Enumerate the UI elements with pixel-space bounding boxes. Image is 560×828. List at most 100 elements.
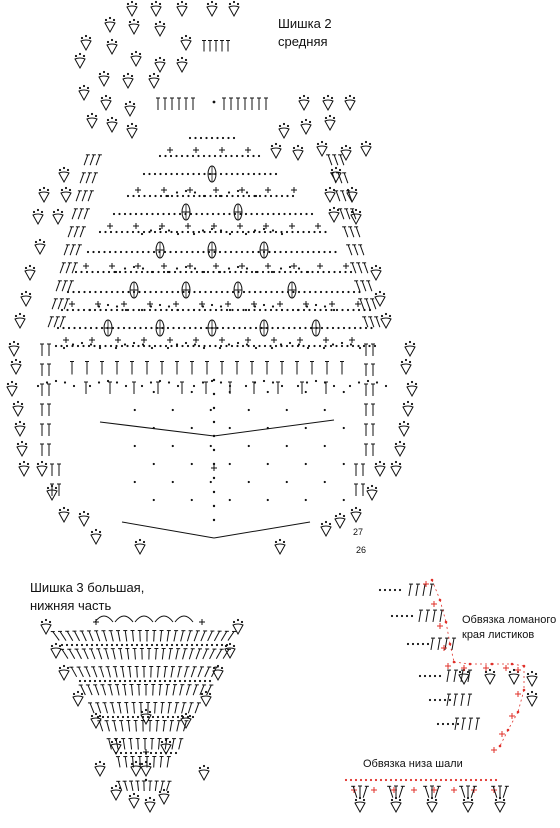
stitch-mark [408,584,412,596]
picot-leaf-icon [8,340,20,357]
stitch-mark [112,648,116,660]
single-crochet-mark [239,263,245,269]
stitch-mark [175,648,179,660]
chain-dot [271,229,275,232]
chain-dot [148,194,152,198]
chain-dot [291,230,294,234]
puff-stitch-icon [311,319,321,337]
chain-dot [164,172,168,176]
chain-dot [167,381,171,384]
chain-dot [228,232,232,236]
chain-dot [279,267,283,270]
chain-dot [438,674,442,678]
chain-dot [200,212,204,216]
picot-leaf-icon [406,380,418,397]
single-crochet-mark [437,623,443,629]
chain-dot [278,270,281,274]
chain-dot [353,326,357,330]
picot-leaf-icon [526,690,538,707]
chain-dot [164,230,168,234]
shawl-edging-title: Обвязка низа шали [363,758,463,770]
chain-dot [140,643,144,647]
chain-dot [247,480,250,484]
chain-dot [231,308,234,312]
chain-dot [244,308,248,312]
chain-dot [195,270,199,274]
chain-dot [208,154,211,158]
chain-dot [83,290,86,294]
stitch-mark [160,702,164,714]
stitch-mark [388,786,394,798]
stitch-mark [351,262,357,274]
stitch-mark [371,298,377,310]
chain-dot [281,290,284,294]
chain-dot [80,270,83,274]
chain-dot [342,390,345,394]
picot-leaf-icon [402,400,414,417]
chain-dot [77,308,80,312]
chain-dot [398,588,402,592]
chain-arc [114,615,134,623]
chain-dot [141,250,145,254]
chain-dot [258,344,261,348]
chain-dot [139,326,142,330]
cone-2-title: Шишка 2 [278,16,332,31]
chain-dot [115,308,119,312]
chain-dot [161,715,165,719]
chain-dot [152,390,155,394]
chain-dot [88,679,92,683]
chain-dot [62,326,65,330]
picot-leaf-icon [60,186,72,203]
chain-dot [123,212,127,216]
stitch-mark [132,756,134,768]
chain-dot [136,250,139,254]
chain-dot [426,642,430,646]
picot-leaf-icon [50,642,62,659]
chain-dot [290,250,293,254]
chain-dot [175,267,179,270]
picot-leaf-icon [90,528,102,545]
chain-dot [272,212,275,216]
guide-line [99,421,215,437]
chain-dot [201,305,205,308]
chain-dot [241,172,245,176]
chain-dot [284,250,288,254]
puff-stitch-icon [233,203,243,221]
stitch-mark [98,720,104,732]
chain-dot [106,303,110,307]
chain-dot [198,308,201,312]
chain-dot [116,715,120,719]
chain-dot [114,270,118,274]
chain-dot [325,290,328,294]
chain-dot [285,344,289,348]
chain-dot [370,326,373,330]
single-crochet-mark [63,337,69,343]
chain-dot [287,326,291,330]
chain-dot [56,326,60,330]
picot-leaf-icon [324,114,336,131]
single-crochet-mark [93,619,99,625]
picot-leaf-icon [328,206,340,223]
chain-dot [146,715,150,719]
stitch-mark [176,720,180,732]
chain-dot [134,751,138,755]
chain-dot [209,194,212,198]
chain-dot [250,212,253,216]
chain-dot [176,308,180,312]
chain-dot [194,136,197,140]
single-crochet-mark [499,731,505,737]
single-crochet-mark [193,147,199,153]
chain-dot [104,344,107,348]
chain-dot [335,344,338,348]
chain-dot [322,270,325,274]
chain-dot [209,290,213,294]
chain-dot [228,308,232,312]
stitch-mark [107,666,111,678]
chain-dot [98,679,102,683]
stitch-mark [169,720,173,732]
single-crochet-mark [445,663,451,669]
puff-stitch-icon [181,281,191,299]
chain-dot [154,194,157,198]
chain-dot [176,194,179,198]
stitch-mark [61,649,69,659]
